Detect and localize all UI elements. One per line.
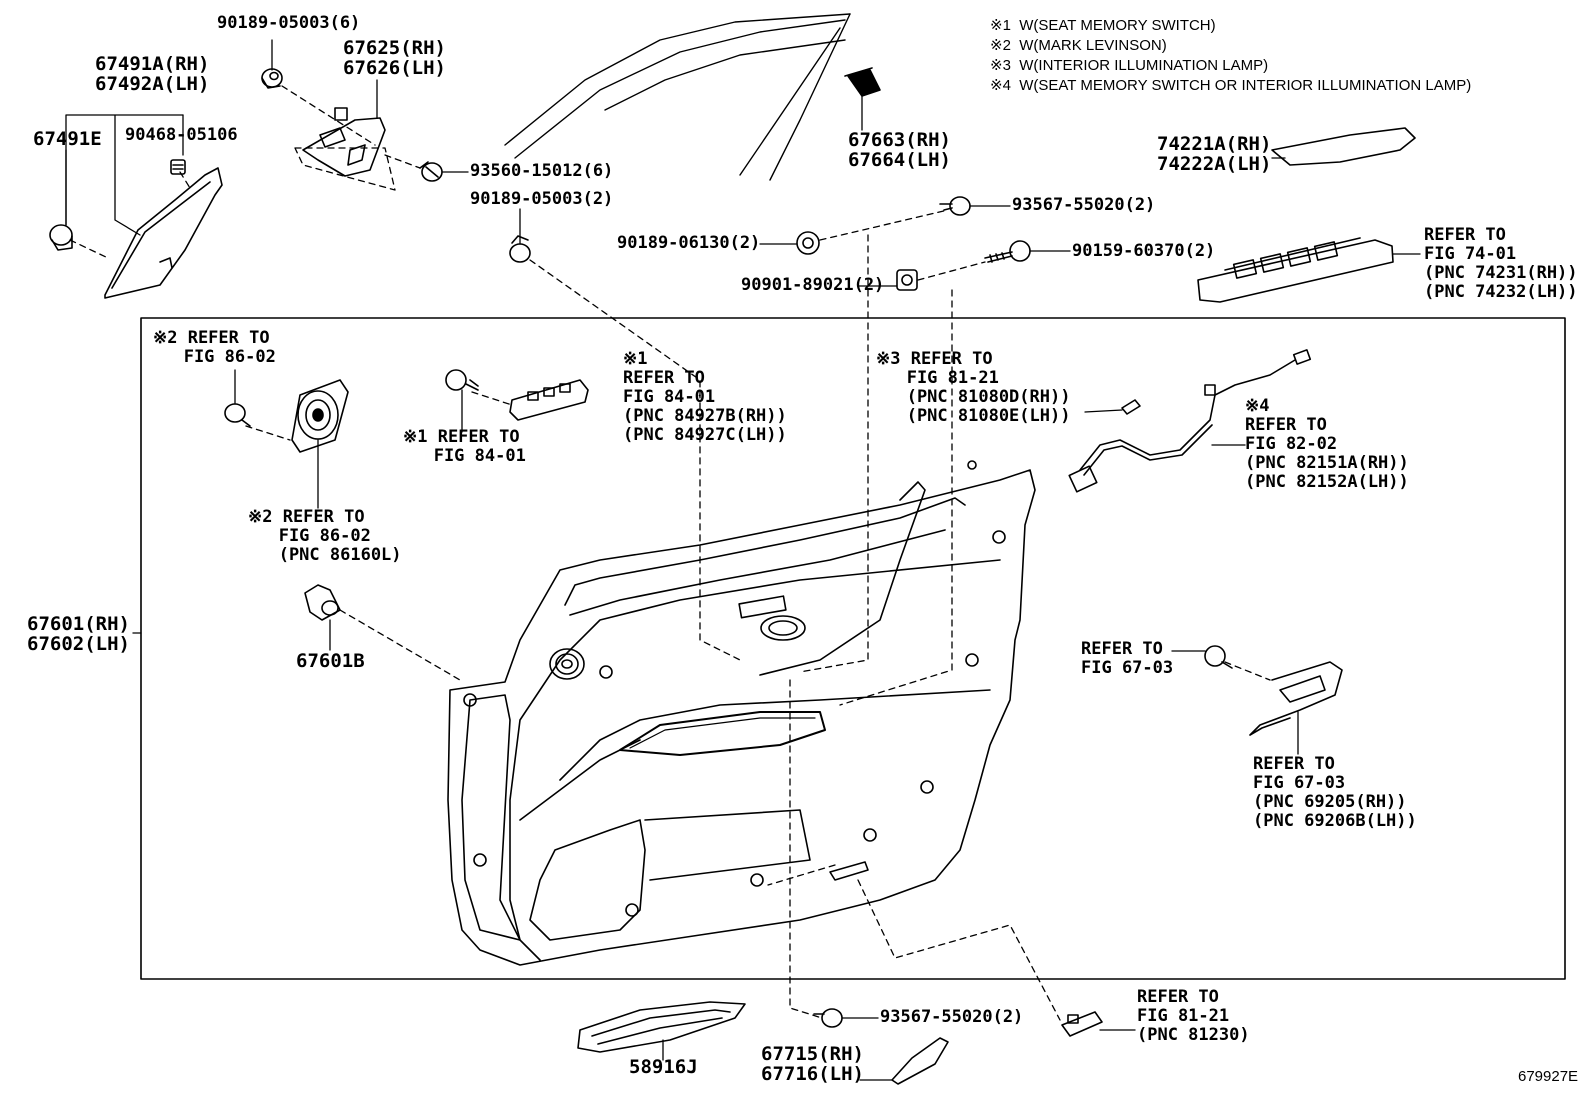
label-67491E: 67491E (33, 128, 102, 150)
label-67625: 67625(RH) 67626(LH) (343, 37, 446, 79)
label-93567-55020-top: 93567-55020(2) (1012, 195, 1156, 215)
note-2: ※2 W(MARK LEVINSON) (990, 37, 1167, 54)
screw-93567-55020-bottom (813, 1008, 843, 1028)
clip-90189-05003-6 (261, 68, 283, 89)
label-ref-74-01: REFER TO FIG 74-01 (PNC 74231(RH)) (PNC … (1424, 225, 1578, 302)
tweeter-speaker (291, 379, 349, 453)
label-ref-67-03-a: REFER TO FIG 67-03 (1081, 639, 1174, 678)
label-ref-86-02-bot: ※2 REFER TO FIG 86-02 (PNC 86160L) (248, 507, 402, 565)
label-ref-81-21-a: ※3 REFER TO FIG 81-21 (PNC 81080D(RH)) (… (876, 349, 1071, 426)
speaker-screw (224, 403, 251, 427)
label-ref-84-01-b: ※1 REFER TO FIG 84-01 (403, 427, 526, 466)
window-switch-assembly (1197, 237, 1394, 303)
label-90189-05003-2: 90189-05003(2) (470, 189, 614, 209)
inside-door-handle (1249, 661, 1343, 736)
figure-id: 679927E (1518, 1068, 1579, 1085)
retainer-67491E (49, 224, 73, 251)
label-67601B: 67601B (296, 650, 365, 672)
label-ref-84-01-a: ※1 REFER TO FIG 84-01 (PNC 84927B(RH)) (… (623, 349, 787, 445)
screw-93567-55020-top (939, 196, 971, 216)
door-trim-panel (447, 460, 1036, 966)
dashed-assembly-lines (69, 85, 1271, 1021)
window-frame-lines (504, 13, 851, 181)
switch-screw (445, 369, 479, 391)
pocket-67715 (891, 1037, 949, 1085)
label-90468-05106: 90468-05106 (125, 125, 238, 145)
label-74221A: 74221A(RH) 74222A(LH) (1157, 133, 1272, 175)
label-ref-86-02-top: ※2 REFER TO FIG 86-02 (153, 328, 276, 367)
label-93560-15012: 93560-15012(6) (470, 161, 614, 181)
seat-memory-switch (509, 379, 589, 421)
label-93567-55020-bot: 93567-55020(2) (880, 1007, 1024, 1027)
note-1: ※1 W(SEAT MEMORY SWITCH) (990, 17, 1216, 34)
label-90901-89021: 90901-89021(2) (741, 275, 885, 295)
label-67491A: 67491A(RH) 67492A(LH) (95, 53, 210, 95)
nut-90901-89021 (896, 269, 918, 291)
label-90159-60370: 90159-60370(2) (1072, 241, 1216, 261)
illumination-lamp (1121, 399, 1141, 415)
note-3: ※3 W(INTERIOR ILLUMINATION LAMP) (990, 57, 1269, 74)
corner-cover-67491A (104, 167, 223, 299)
handle-screw (1204, 645, 1233, 669)
garnish-74221A (1271, 127, 1416, 166)
wire-harness (1068, 349, 1312, 493)
label-67663: 67663(RH) 67664(LH) (848, 129, 951, 171)
clip-67601B (304, 584, 341, 621)
label-ref-82-02: ※4 REFER TO FIG 82-02 (PNC 82151A(RH)) (… (1245, 396, 1409, 492)
courtesy-lamp-81230 (1061, 1011, 1103, 1037)
label-58916J: 58916J (629, 1056, 698, 1078)
label-90189-06130: 90189-06130(2) (617, 233, 761, 253)
clip-90189-06130 (796, 231, 820, 255)
label-67715: 67715(RH) 67716(LH) (761, 1043, 864, 1085)
leader-lines (65, 39, 1421, 1081)
speaker-grille-58916J (577, 1001, 746, 1053)
label-ref-67-03-b: REFER TO FIG 67-03 (PNC 69205(RH)) (PNC … (1253, 754, 1417, 831)
inner-handle-bracket-67625 (302, 107, 386, 177)
clip-90468-05106 (170, 159, 186, 175)
mirror-cover-67663 (844, 67, 881, 97)
label-67601: 67601(RH) 67602(LH) (27, 613, 130, 655)
screw-93560-15012 (419, 161, 443, 182)
note-4: ※4 W(SEAT MEMORY SWITCH OR INTERIOR ILLU… (990, 77, 1472, 94)
screw-90159-60370 (984, 240, 1031, 263)
label-90189-05003-6: 90189-05003(6) (217, 13, 361, 33)
assembly-frame (140, 317, 1566, 980)
label-ref-81-21-b: REFER TO FIG 81-21 (PNC 81230) (1137, 987, 1250, 1045)
